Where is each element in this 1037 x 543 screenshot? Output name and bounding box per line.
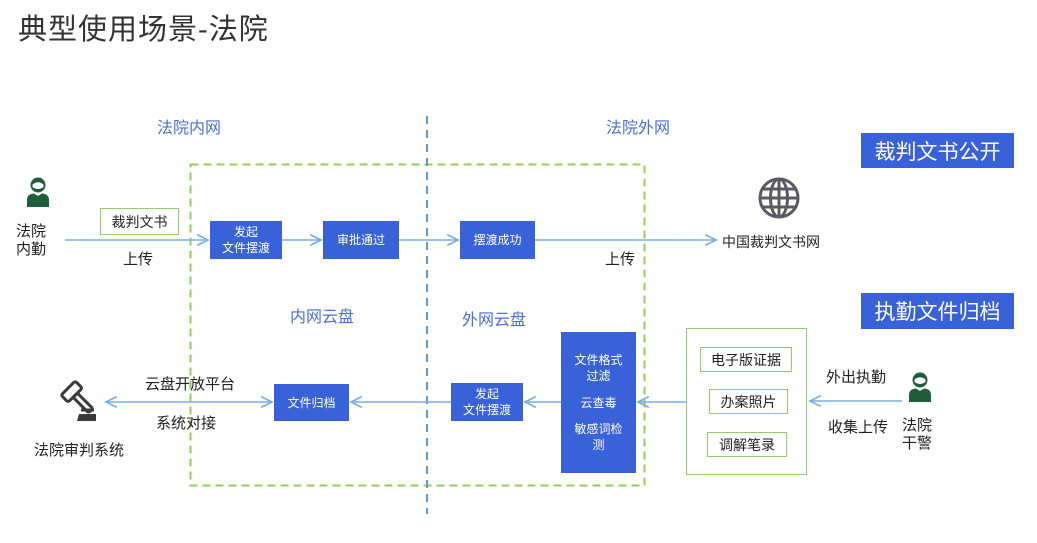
zone-label-intranet-cloud: 内网云盘 [290, 307, 355, 326]
zone-label-extranet-cloud: 外网云盘 [462, 310, 527, 329]
check-virus-scan: 云查毒 [580, 395, 616, 411]
judicial-system-label: 法院审判系统 [34, 441, 125, 459]
check-line1: 敏感词检 [574, 421, 623, 436]
check-line2: 测 [592, 437, 605, 452]
step-line2: 文件摆渡 [462, 403, 511, 417]
evidence-item: 电子版证据 [700, 347, 792, 372]
globe-icon [757, 176, 801, 220]
link-label-open-platform: 云盘开放平台 [145, 375, 236, 393]
actor-label-line1: 法院 [16, 222, 47, 240]
user-icon [24, 176, 52, 208]
check-format-filter: 文件格式 过滤 [574, 352, 622, 384]
destination-website-label: 中国裁判文书网 [722, 235, 820, 251]
action-label-duty: 外出执勤 [826, 368, 887, 386]
gavel-icon [56, 380, 106, 424]
zone-label-intranet: 法院内网 [157, 118, 222, 137]
document-judgment-box: 裁判文书 [100, 208, 179, 235]
evidence-group [686, 328, 807, 475]
tag-duty-archive: 执勤文件归档 [861, 293, 1014, 329]
page-title: 典型使用场景-法院 [18, 12, 269, 46]
check-sensitive-words: 敏感词检 测 [574, 421, 622, 453]
actor-label-officer: 法院 干警 [902, 416, 932, 452]
step-line1: 发起 [233, 225, 258, 239]
check-line1: 云查毒 [580, 395, 617, 410]
actor-label-line2: 内勤 [16, 240, 47, 258]
step-file-archive[interactable]: 文件归档 [274, 384, 349, 421]
actor-label-internal: 法院 内勤 [16, 222, 46, 258]
step-line1: 文件归档 [287, 395, 336, 410]
actor-label-line2: 干警 [902, 434, 933, 452]
user-icon [906, 371, 934, 403]
upload-label-right: 上传 [605, 250, 636, 268]
link-label-system-integration: 系统对接 [156, 414, 217, 432]
action-label-collect: 收集上传 [828, 418, 889, 436]
tag-judgment-public: 裁判文书公开 [861, 133, 1014, 168]
security-checks-box[interactable]: 文件格式 过滤 云查毒 敏感词检 测 [561, 332, 636, 473]
step-line1: 摆渡成功 [473, 233, 522, 247]
zone-label-extranet: 法院外网 [606, 118, 671, 137]
evidence-item: 办案照片 [709, 389, 788, 414]
evidence-item: 调解笔录 [707, 432, 787, 457]
step-initiate-transfer[interactable]: 发起 文件摆渡 [210, 221, 282, 259]
step-line1: 发起 [474, 387, 499, 401]
step-transfer-success[interactable]: 摆渡成功 [460, 221, 535, 259]
cloud-region-border [189, 163, 646, 487]
check-line1: 文件格式 [574, 353, 623, 368]
actor-label-line1: 法院 [902, 416, 933, 434]
check-line2: 过滤 [586, 369, 611, 384]
upload-label-left: 上传 [123, 250, 154, 268]
step-initiate-transfer-inbound[interactable]: 发起 文件摆渡 [451, 383, 523, 421]
step-line1: 审批通过 [336, 233, 385, 247]
step-line2: 文件摆渡 [221, 241, 270, 255]
step-approved[interactable]: 审批通过 [323, 221, 399, 259]
